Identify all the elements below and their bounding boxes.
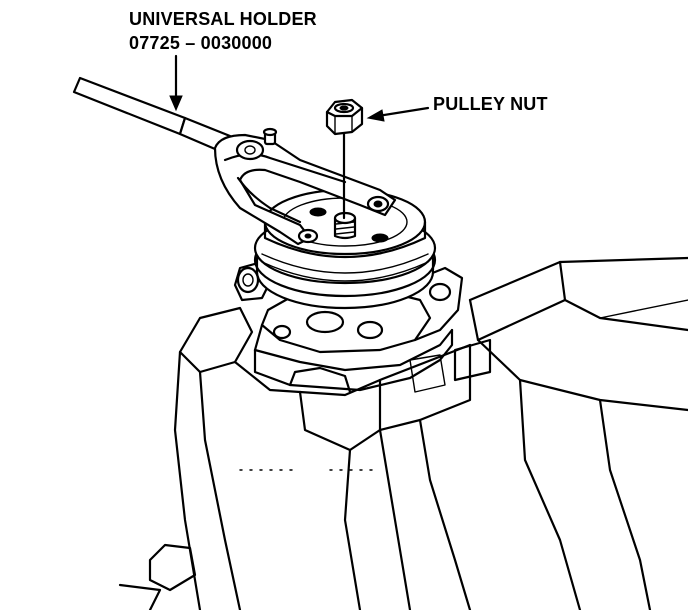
universal-holder-label: UNIVERSAL HOLDER [129, 9, 317, 29]
pulley-nut-label: PULLEY NUT [433, 94, 548, 114]
universal-holder-tool [72, 54, 397, 246]
tool-part-number-label: 07725 – 0030000 [129, 33, 273, 53]
pulley-nut [325, 98, 430, 220]
bench-vise [118, 256, 688, 610]
